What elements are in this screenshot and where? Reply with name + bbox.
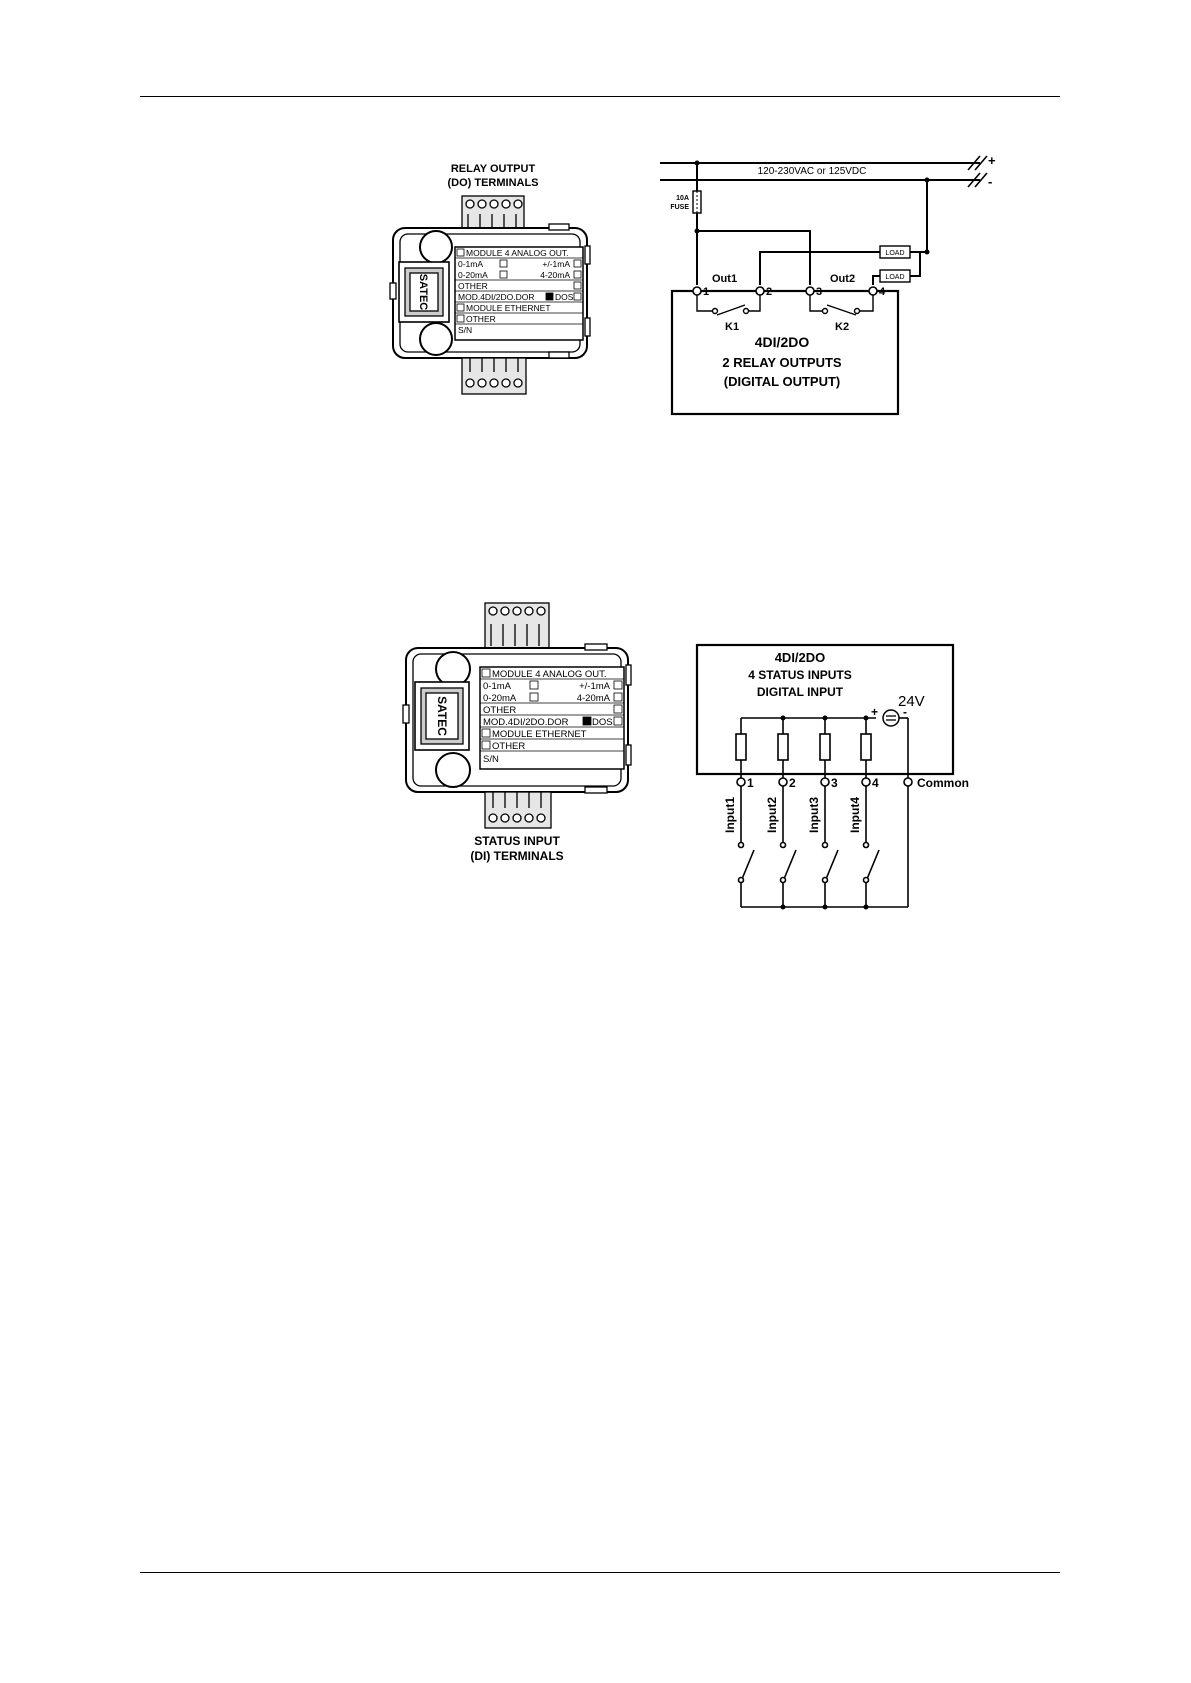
relay-label-row-3-left: 0-20mA (458, 270, 488, 280)
relay-box-title: 4DI/2DO (755, 334, 810, 350)
supply-label: 120-230VAC or 125VDC (758, 166, 867, 177)
relay-label-row-2-right: +/-1mA (542, 259, 570, 269)
status-terminal-2: 2 (789, 776, 796, 790)
load-2-label: LOAD (885, 274, 904, 281)
relay-terminals-caption-line1: RELAY OUTPUT (451, 163, 536, 175)
status-module-drawing: SATEC MODULE 4 ANALOG OUT. 0-1mA + (402, 602, 632, 863)
relay-label-row-2-left: 0-1mA (458, 259, 483, 269)
k2-label: K2 (835, 321, 849, 333)
relay-label-row-5-left: MOD.4DI/2DO.DOR (458, 292, 535, 302)
load-1-label: LOAD (885, 250, 904, 257)
status-module-label-plate (479, 666, 625, 770)
relay-module-box (670, 289, 900, 416)
status-label-row-8: S/N (483, 754, 499, 765)
relay-terminal-2: 2 (766, 286, 772, 298)
relay-module-label-plate (454, 246, 584, 341)
relay-box-subtitle2: (DIGITAL OUTPUT) (724, 374, 841, 389)
status-terminals-caption-line2: (DI) TERMINALS (470, 849, 563, 863)
out1-label: Out1 (712, 273, 737, 285)
status-label-row-3-right: 4-20mA (577, 693, 611, 704)
status-label-row-3-left: 0-20mA (483, 693, 517, 704)
input-1-label: Input1 (723, 797, 737, 833)
relay-module-brand: SATEC (417, 274, 429, 311)
status-module-mount-top (435, 651, 471, 687)
input-3-label: Input3 (807, 797, 821, 833)
status-terminal-4: 4 (872, 776, 879, 790)
relay-box-subtitle: 2 RELAY OUTPUTS (722, 355, 842, 370)
status-box-subtitle: 4 STATUS INPUTS (748, 668, 852, 682)
status-schematic: 4DI/2DO 4 STATUS INPUTS DIGITAL INPUT 24… (695, 643, 969, 910)
relay-schematic: 120-230VAC or 125VDC + - 10A FUSE LOAD L… (660, 153, 996, 416)
relay-label-row-6: MODULE ETHERNET (466, 303, 551, 313)
relay-terminal-screws (465, 199, 523, 209)
status-common-label: Common (917, 776, 969, 790)
relay-terminal-4: 4 (879, 286, 886, 298)
header-rule (140, 96, 1060, 97)
source-plus: + (871, 705, 878, 719)
relay-label-row-5-right: DOS (555, 292, 574, 302)
relay-label-row-7: OTHER (466, 314, 496, 324)
status-label-row-6: MODULE ETHERNET (492, 729, 587, 740)
fuse-rating: 10A (676, 195, 689, 202)
input-2-label: Input2 (765, 797, 779, 833)
relay-label-row-4: OTHER (458, 281, 488, 291)
relay-terminals-caption-line2: (DO) TERMINALS (447, 177, 538, 189)
source-voltage: 24V (898, 693, 925, 710)
supply-minus: - (988, 174, 992, 189)
fuse-label: FUSE (670, 204, 689, 211)
status-label-row-7: OTHER (492, 741, 525, 752)
status-label-row-2-right: +/-1mA (579, 681, 611, 692)
source-minus: - (903, 705, 907, 719)
source-24v (882, 709, 900, 727)
relay-terminal-3: 3 (816, 286, 822, 298)
status-box-subtitle2: DIGITAL INPUT (757, 685, 844, 699)
status-box-title: 4DI/2DO (775, 650, 826, 665)
k1-label: K1 (725, 321, 739, 333)
relay-module-mount-bottom (419, 322, 453, 356)
input-4-label: Input4 (848, 797, 862, 833)
status-terminal-3: 3 (831, 776, 838, 790)
fuse (692, 190, 702, 214)
status-module-brand: SATEC (435, 696, 449, 736)
status-terminals-caption-line1: STATUS INPUT (474, 834, 560, 848)
status-label-row-5-right: DOS (592, 717, 613, 728)
relay-module-mount-top (419, 230, 453, 264)
status-terminal-1: 1 (747, 776, 754, 790)
footer-rule (140, 1572, 1060, 1573)
relay-label-row-1: MODULE 4 ANALOG OUT. (466, 248, 569, 258)
relay-label-row-8: S/N (458, 325, 472, 335)
relay-terminal-1: 1 (703, 286, 709, 298)
status-label-row-4: OTHER (483, 705, 516, 716)
status-module-mount-bottom (435, 752, 471, 788)
out2-label: Out2 (830, 273, 855, 285)
status-label-row-1: MODULE 4 ANALOG OUT. (492, 669, 607, 680)
relay-module-drawing: RELAY OUTPUT (DO) TERMINALS SATEC (389, 163, 591, 395)
relay-label-row-3-right: 4-20mA (540, 270, 570, 280)
status-label-row-2-left: 0-1mA (483, 681, 512, 692)
supply-plus: + (988, 153, 996, 168)
status-label-row-5-left: MOD.4DI/2DO.DOR (483, 717, 569, 728)
